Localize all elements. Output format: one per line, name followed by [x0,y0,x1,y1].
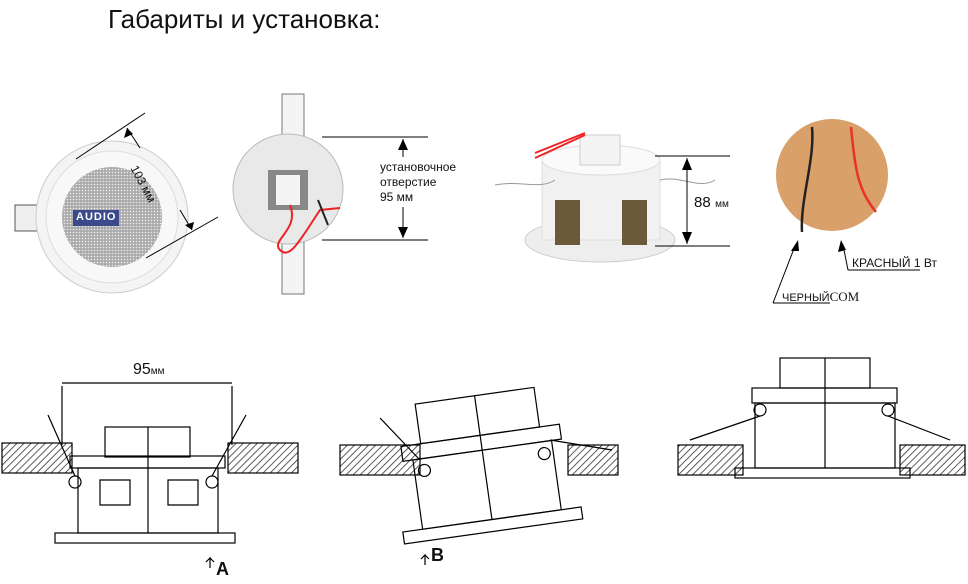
black-wire-com-text: COM [829,289,860,304]
audio-logo [73,210,119,226]
install-width-value: 95 [133,361,151,378]
audio-logo-text: AUDIO [76,211,117,223]
install-width-unit: мм [150,366,165,377]
black-wire-label: ЧЕРНЫЙCOM [782,289,859,306]
install-width-label: 95мм [133,361,165,379]
height-value: 88 [694,194,711,211]
black-wire-label-text: ЧЕРНЫЙ [782,292,830,304]
wires-closeup-photo [772,119,920,304]
install-diagram-a [1,382,299,568]
speaker-side-photo [494,132,738,263]
install-diagram-b [339,386,619,565]
red-wire-label: КРАСНЫЙ 1 Вт [852,256,937,270]
step-b-label: B [431,545,444,565]
mounting-hole-line3: 95 мм [380,190,414,204]
step-a-label: A [216,559,229,579]
mounting-hole-line2: отверстие [380,175,437,189]
height-label: 88 мм [694,194,729,212]
install-diagram-c [677,357,966,479]
height-unit: мм [715,199,729,210]
page-title: Габариты и установка: [108,4,381,34]
mounting-hole-line1: установочное [380,160,457,174]
mounting-hole-label: установочное отверстие 95 мм [380,160,456,205]
speaker-front-photo [14,112,219,294]
speaker-back-photo [232,93,473,295]
